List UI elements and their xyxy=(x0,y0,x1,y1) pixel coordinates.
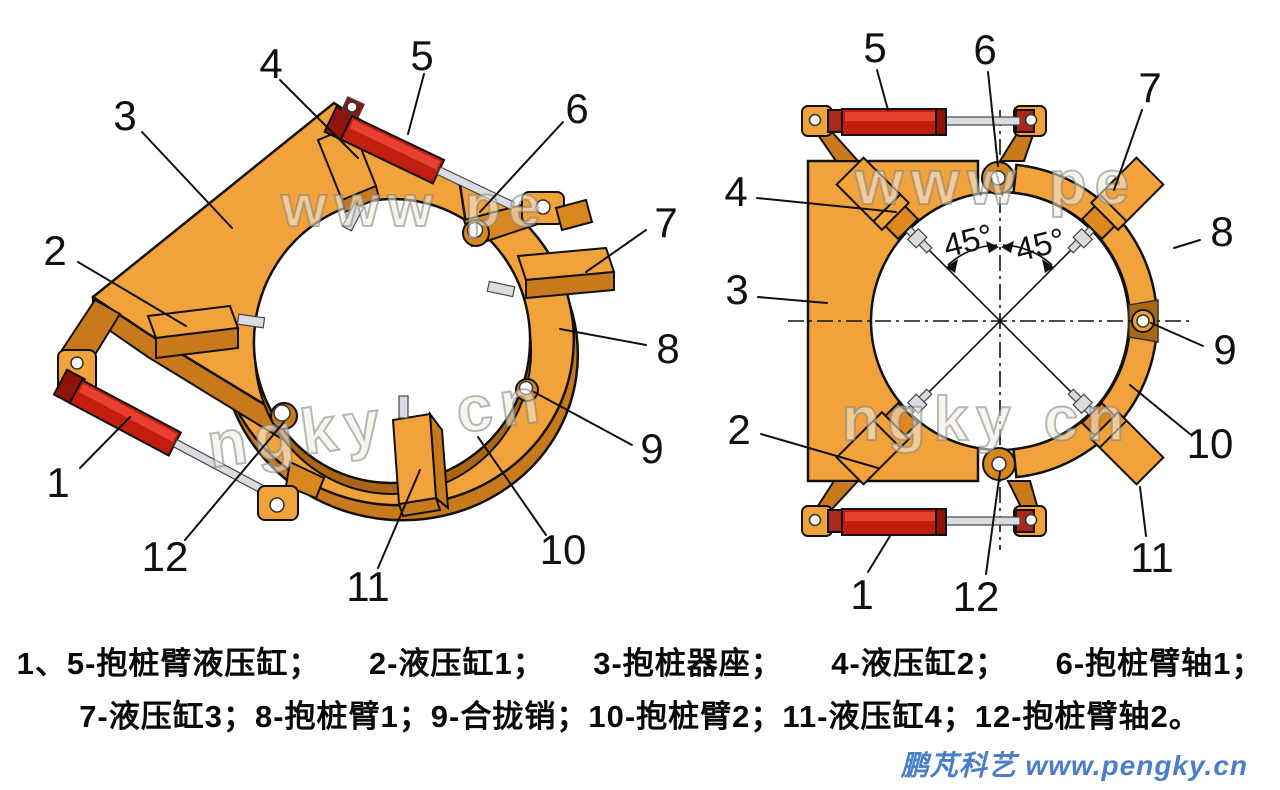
pin-12 xyxy=(273,404,291,422)
pin-12 xyxy=(991,456,1007,472)
cylinder-collar xyxy=(935,108,947,136)
pin-6 xyxy=(466,221,484,239)
piston-rod xyxy=(945,516,1021,526)
cylinder-collar xyxy=(935,508,947,536)
cylinder4-block xyxy=(391,412,438,506)
callout-right-5: 5 xyxy=(863,24,886,71)
callout-right-1: 1 xyxy=(850,571,873,618)
callout-right-12: 12 xyxy=(953,573,1000,620)
cylinder5-clevis-foot xyxy=(554,198,594,232)
piston-rod xyxy=(436,166,516,211)
callout-right-7: 7 xyxy=(1138,64,1161,111)
mount-pin xyxy=(346,101,358,113)
clevis-pin xyxy=(535,199,551,215)
left-3d-view: www pe ngky cn 3 4 5 6 2 7 8 9 1 12 11 1… xyxy=(43,32,679,610)
cylinder-highlight xyxy=(79,384,177,442)
watermark-text: www pe xyxy=(854,149,1137,218)
leader-lines-right xyxy=(756,69,1204,575)
legend-line-2: 7-液压缸3；8-抱桩臂1；9-合拢销；10-抱桩臂2；11-液压缸4；12-抱… xyxy=(79,699,1201,734)
pin-9 xyxy=(1136,314,1150,328)
cylinder-highlight xyxy=(845,112,943,121)
callout-right-11: 11 xyxy=(1130,534,1174,581)
pile-clamp-diagram: www pe ngky cn 3 4 5 6 2 7 8 9 1 12 11 1… xyxy=(43,24,1236,620)
callout-left-11: 11 xyxy=(346,563,390,610)
callout-left-10: 10 xyxy=(540,526,587,573)
callout-right-6: 6 xyxy=(973,26,996,73)
callout-left-5: 5 xyxy=(410,32,433,79)
callout-left-2: 2 xyxy=(43,227,66,274)
cylinder2-block-side xyxy=(340,184,381,214)
legend-line-1: 1、5-抱桩臂液压缸； 2-液压缸1； 3-抱桩器座； 4-液压缸2； 6-抱桩… xyxy=(16,646,1264,681)
arrowhead xyxy=(1001,241,1014,253)
cylinder-highlight xyxy=(845,512,943,521)
callout-left-9: 9 xyxy=(640,425,663,472)
piston-peg xyxy=(236,313,266,329)
mount-leg xyxy=(814,480,861,510)
callout-right-8: 8 xyxy=(1210,208,1233,255)
watermark-text: www pe xyxy=(280,174,548,239)
callout-left-3: 3 xyxy=(113,92,136,139)
watermark-text: ngky cn xyxy=(842,385,1132,454)
piston-rod xyxy=(945,116,1021,126)
callout-left-12: 12 xyxy=(142,533,189,580)
mount-pin xyxy=(808,513,822,527)
piston-peg xyxy=(398,395,409,419)
arrowhead xyxy=(1042,259,1054,273)
mount-pin xyxy=(808,113,822,127)
leader-lines-left xyxy=(77,73,647,569)
callout-left-6: 6 xyxy=(565,85,588,132)
pin-6 xyxy=(990,170,1006,186)
callout-left-8: 8 xyxy=(656,325,679,372)
cylinder-highlight xyxy=(349,119,441,170)
callout-right-9: 9 xyxy=(1213,326,1236,373)
callout-right-3: 3 xyxy=(725,266,748,313)
piston-peg xyxy=(486,280,516,298)
mount-pin xyxy=(1024,513,1038,527)
callout-right-4: 4 xyxy=(724,168,747,215)
clevis-pin xyxy=(269,497,285,513)
cylinder3-block-side xyxy=(525,270,615,300)
footer-brand: 鹏芃科艺 www.pengky.cn xyxy=(900,750,1248,781)
arrowhead xyxy=(986,241,999,253)
arrowhead xyxy=(946,259,958,273)
callout-right-10: 10 xyxy=(1187,420,1234,467)
pin-9 xyxy=(518,380,534,396)
piston-peg xyxy=(341,202,365,232)
callout-left-1: 1 xyxy=(46,459,69,506)
right-top-view: 45° 45° xyxy=(724,24,1236,620)
arm-cylinder-1 xyxy=(52,368,286,505)
callout-left-4: 4 xyxy=(259,40,282,87)
mount-pin xyxy=(70,356,84,370)
callout-right-2: 2 xyxy=(727,406,750,453)
callout-left-7: 7 xyxy=(654,199,677,246)
mount-leg xyxy=(1006,480,1040,510)
cylinder1-block-side xyxy=(155,326,239,360)
mount-pin xyxy=(1024,113,1038,127)
